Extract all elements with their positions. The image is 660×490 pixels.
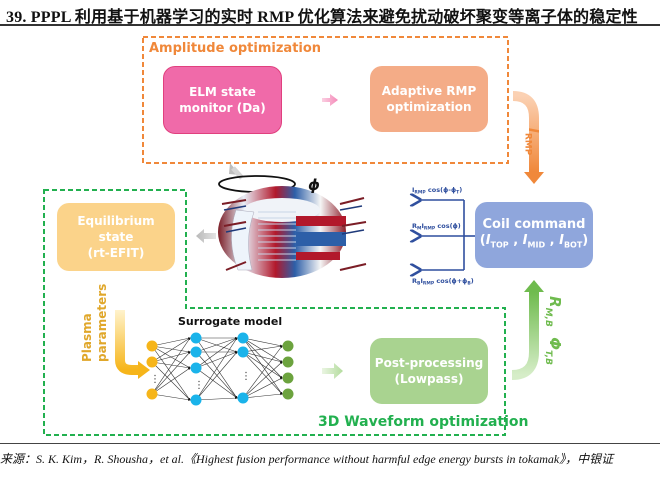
elm-line2: monitor (Da) bbox=[179, 101, 266, 115]
nn-edge bbox=[242, 337, 283, 395]
nn-edge bbox=[242, 392, 283, 399]
nn-node bbox=[237, 332, 249, 344]
coil-line1: Coil command bbox=[482, 216, 586, 232]
adaptive-line2: optimization bbox=[386, 100, 472, 114]
waveform-group-label: 3D Waveform optimization bbox=[318, 414, 529, 430]
coil-feed-lines bbox=[420, 200, 475, 270]
coil-top-formula: IRMP cos(ϕ-ϕT) bbox=[412, 186, 462, 196]
nn-edge bbox=[151, 393, 191, 401]
nn-edge bbox=[195, 367, 238, 399]
nn-edge bbox=[242, 345, 283, 353]
nn-edge bbox=[151, 345, 191, 353]
nn-edge bbox=[151, 337, 191, 363]
surrogate-model-label: Surrogate model bbox=[178, 315, 283, 328]
nn-node bbox=[237, 392, 249, 404]
nn-node bbox=[190, 362, 202, 374]
nn-node bbox=[237, 346, 249, 358]
eq-line3: (rt-EFIT) bbox=[87, 246, 145, 260]
eq-line1: Equilibrium bbox=[77, 214, 155, 228]
nn-edge bbox=[195, 396, 238, 401]
coil-bot-formula: RBIRMP cos(ϕ+ϕB) bbox=[412, 277, 474, 287]
nn-edge bbox=[242, 377, 283, 399]
page-header: 39. PPPL 利用基于机器学习的实时 RMP 优化算法来避免扰动破坏聚变等离… bbox=[0, 0, 660, 26]
coil-mid-formula: RMIRMP cos(ϕ) bbox=[412, 222, 461, 232]
footer-divider bbox=[0, 443, 660, 444]
amplitude-group-label: Amplitude optimization bbox=[149, 41, 322, 56]
coil-line2: (ITOP , IMID , IBOT) bbox=[479, 232, 589, 250]
nn-node bbox=[146, 340, 158, 352]
nn-edge bbox=[242, 337, 283, 363]
phi-label: ϕ bbox=[308, 176, 320, 194]
nn-edge bbox=[242, 345, 283, 399]
nn-edge bbox=[195, 351, 238, 401]
nn-edge bbox=[151, 351, 191, 363]
nn-edge bbox=[195, 351, 238, 369]
nn-edge bbox=[195, 337, 238, 401]
nn-node bbox=[282, 340, 294, 352]
nn-node bbox=[282, 372, 294, 384]
elm-line1: ELM state bbox=[189, 85, 256, 99]
nn-edge bbox=[242, 351, 283, 363]
nn-ellipsis: ⋮ bbox=[150, 374, 160, 385]
r-phi-label: RM,B ΦT,B bbox=[543, 296, 564, 366]
header-divider bbox=[0, 24, 660, 26]
nn-edge bbox=[242, 337, 283, 379]
amplitude-group-border bbox=[142, 36, 509, 164]
i-rmp-label: IRMP bbox=[522, 128, 540, 156]
source-citation: 来源：S. K. Kim，R. Shousha，et al.《Highest f… bbox=[0, 452, 614, 466]
nn-node bbox=[190, 332, 202, 344]
post-processing-box[interactable]: Post-processing (Lowpass) bbox=[370, 338, 488, 404]
surrogate-model-network: ⋮ ⋮ ⋮ bbox=[146, 332, 294, 406]
equilibrium-state-box[interactable]: Equilibrium state (rt-EFIT) bbox=[57, 203, 175, 271]
nn-edge bbox=[242, 337, 283, 347]
nn-node bbox=[282, 356, 294, 368]
nn-edge bbox=[151, 361, 191, 369]
elm-state-monitor-box[interactable]: ELM state monitor (Da) bbox=[163, 66, 282, 134]
pp-line1: Post-processing bbox=[374, 356, 484, 370]
nn-ellipsis: ⋮ bbox=[241, 371, 251, 382]
adaptive-rmp-box[interactable]: Adaptive RMP optimization bbox=[370, 66, 488, 132]
plasma-parameters-label: Plasma parameters bbox=[80, 283, 109, 362]
nn-edge bbox=[195, 337, 238, 399]
nn-ellipsis: ⋮ bbox=[194, 380, 204, 391]
nn-node bbox=[190, 394, 202, 406]
elm-to-adaptive-arrow bbox=[322, 94, 338, 106]
nn-edge bbox=[195, 337, 238, 369]
nn-edge bbox=[242, 351, 283, 395]
nn-edge bbox=[151, 337, 191, 395]
r-phi-arrow bbox=[511, 292, 539, 380]
page-title: 39. PPPL 利用基于机器学习的实时 RMP 优化算法来避免扰动破坏聚变等离… bbox=[6, 9, 638, 26]
coil-command-box[interactable]: Coil command (ITOP , IMID , IBOT) bbox=[475, 202, 593, 268]
nn-edge bbox=[195, 337, 238, 353]
to-equilibrium-arrow bbox=[196, 229, 216, 243]
nn-node bbox=[146, 388, 158, 400]
nn-edge bbox=[242, 361, 283, 399]
rmp-optimization-diagram: ϕ IRMP cos(ϕ-ϕT) RMIRMP cos(ϕ) RBIRMP co… bbox=[43, 36, 544, 436]
nn-edge bbox=[151, 367, 191, 395]
pp-line2: (Lowpass) bbox=[394, 372, 464, 386]
nn-edge bbox=[151, 351, 191, 395]
nn-edge bbox=[151, 337, 191, 347]
plasma-parameters-arrow bbox=[115, 310, 140, 375]
nn-edge bbox=[242, 351, 283, 379]
nn-edge bbox=[195, 351, 238, 399]
nn-node bbox=[190, 346, 202, 358]
tokamak-torus-illustration bbox=[218, 175, 367, 278]
adaptive-line1: Adaptive RMP bbox=[381, 84, 477, 98]
nn-node bbox=[146, 356, 158, 368]
nn-to-postprocessing-arrow bbox=[322, 363, 343, 379]
waveform-group-border bbox=[43, 189, 506, 436]
eq-line2: state bbox=[98, 230, 134, 244]
i-rmp-arrow bbox=[512, 91, 539, 172]
nn-node bbox=[282, 388, 294, 400]
